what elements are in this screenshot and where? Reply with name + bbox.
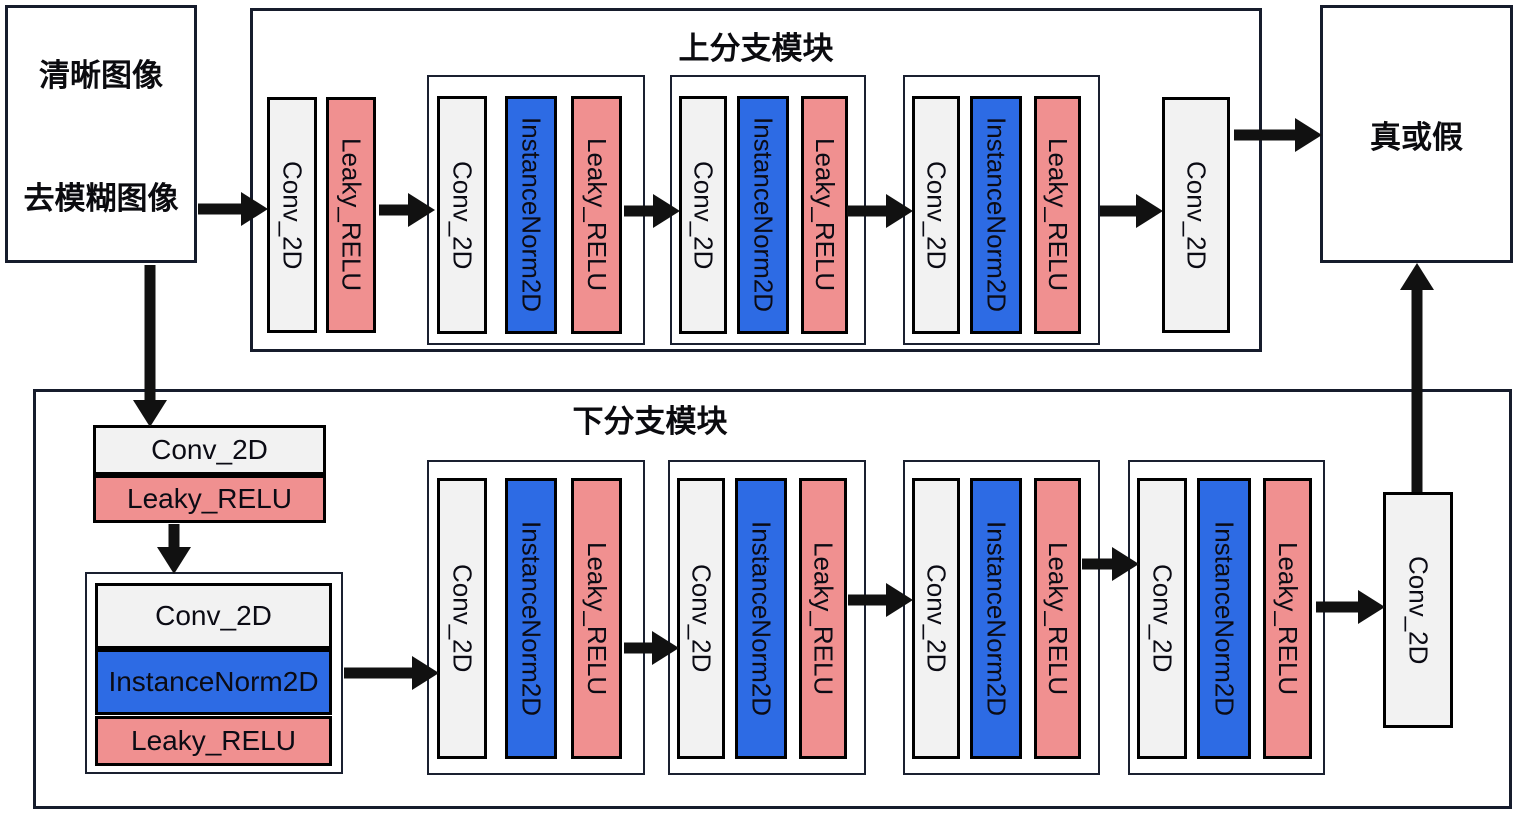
leaky-relu-block: Leaky_RELU [93,475,326,523]
conv2d-label: Conv_2D [1181,160,1212,270]
leaky-relu-block: Leaky_RELU [95,716,332,766]
leaky-relu-block: Leaky_RELU [571,478,622,759]
instancenorm2d-label: InstanceNorm2D [981,117,1012,313]
instancenorm2d-block: InstanceNorm2D [970,478,1022,759]
arrow-upper-pre-to-group1 [379,193,435,227]
conv2d-block: Conv_2D [1383,492,1453,728]
conv2d-block: Conv_2D [267,97,317,333]
conv2d-label: Conv_2D [921,160,952,270]
conv2d-label: Conv_2D [151,434,268,465]
leaky-relu-label: Leaky_RELU [127,483,292,514]
instancenorm2d-label: InstanceNorm2D [108,666,319,697]
arrow-lower-group3-to-group4 [1082,547,1139,581]
leaky-relu-label: Leaky_RELU [1273,541,1303,696]
leaky-relu-label: Leaky_RELU [808,541,839,696]
leaky-relu-block: Leaky_RELU [801,96,848,334]
instancenorm2d-block: InstanceNorm2D [505,96,557,334]
conv2d-block: Conv_2D [912,478,960,759]
conv2d-label: Conv_2D [155,600,272,631]
leaky-relu-label: Leaky_RELU [810,138,840,292]
conv2d-label: Conv_2D [1147,564,1178,673]
arrow-lower-stack1-to-stack2 [157,524,191,574]
conv2d-label: Conv_2D [1403,555,1434,665]
conv2d-block: Conv_2D [95,583,332,649]
output-label: 真或假 [1370,119,1463,155]
instancenorm2d-block: InstanceNorm2D [735,478,787,759]
leaky-relu-block: Leaky_RELU [1034,96,1081,334]
instancenorm2d-label: InstanceNorm2D [746,520,777,717]
arrow-input-to-upper-branch [198,192,268,226]
leaky-relu-label: Leaky_RELU [582,541,612,696]
lower-branch-title: 下分支模块 [572,404,728,439]
arrow-input-to-lower-branch [133,265,167,427]
conv2d-label: Conv_2D [686,564,717,673]
output-box: 真或假 [1320,5,1513,263]
instancenorm2d-label: InstanceNorm2D [516,520,547,717]
leaky-relu-block: Leaky_RELU [326,97,376,333]
instancenorm2d-label: InstanceNorm2D [748,117,779,313]
conv2d-block: Conv_2D [1137,478,1187,759]
conv2d-label: Conv_2D [921,564,952,673]
arrow-upper-group2-to-group3 [847,194,913,228]
leaky-relu-block: Leaky_RELU [571,96,622,334]
leaky-relu-label: Leaky_RELU [336,138,367,292]
leaky-relu-block: Leaky_RELU [1034,478,1081,759]
instancenorm2d-block: InstanceNorm2D [505,478,557,759]
leaky-relu-block: Leaky_RELU [799,478,847,759]
instancenorm2d-label: InstanceNorm2D [516,117,547,313]
conv2d-block: Conv_2D [679,96,727,334]
conv2d-block: Conv_2D [93,425,326,475]
instancenorm2d-block: InstanceNorm2D [1197,478,1251,759]
arrow-lower-group1-to-group2 [624,631,679,665]
conv2d-block: Conv_2D [437,478,487,759]
leaky-relu-label: Leaky_RELU [582,138,612,292]
conv2d-block: Conv_2D [1162,97,1230,333]
input-line-clear-image: 清晰图像 [39,58,163,93]
conv2d-label: Conv_2D [447,160,478,270]
conv2d-block: Conv_2D [912,96,960,334]
input-box: 清晰图像 去模糊图像 [5,5,197,263]
arrow-lower-stack2-to-group1 [344,656,439,690]
leaky-relu-label: Leaky_RELU [131,725,296,756]
leaky-relu-label: Leaky_RELU [1043,138,1073,292]
conv2d-label: Conv_2D [277,160,308,270]
instancenorm2d-block: InstanceNorm2D [737,96,789,334]
leaky-relu-label: Leaky_RELU [1043,541,1073,696]
arrow-upper-group1-to-group2 [624,194,680,228]
instancenorm2d-block: InstanceNorm2D [95,649,332,715]
conv2d-block: Conv_2D [677,478,725,759]
arrow-lower-group2-to-group3 [848,583,913,617]
instancenorm2d-block: InstanceNorm2D [970,96,1022,334]
instancenorm2d-label: InstanceNorm2D [981,520,1012,717]
arrow-upper-group3-to-final-conv [1100,194,1163,228]
instancenorm2d-label: InstanceNorm2D [1209,520,1240,717]
input-line-deblurred-image: 去模糊图像 [23,181,179,216]
conv2d-label: Conv_2D [447,564,478,673]
upper-branch-title: 上分支模块 [678,31,834,66]
arrow-lower-to-output [1400,263,1434,492]
conv2d-block: Conv_2D [437,96,487,334]
arrow-upper-to-output [1234,118,1322,152]
conv2d-label: Conv_2D [688,160,719,270]
leaky-relu-block: Leaky_RELU [1263,478,1312,759]
arrow-lower-group4-to-final-conv [1316,590,1385,624]
